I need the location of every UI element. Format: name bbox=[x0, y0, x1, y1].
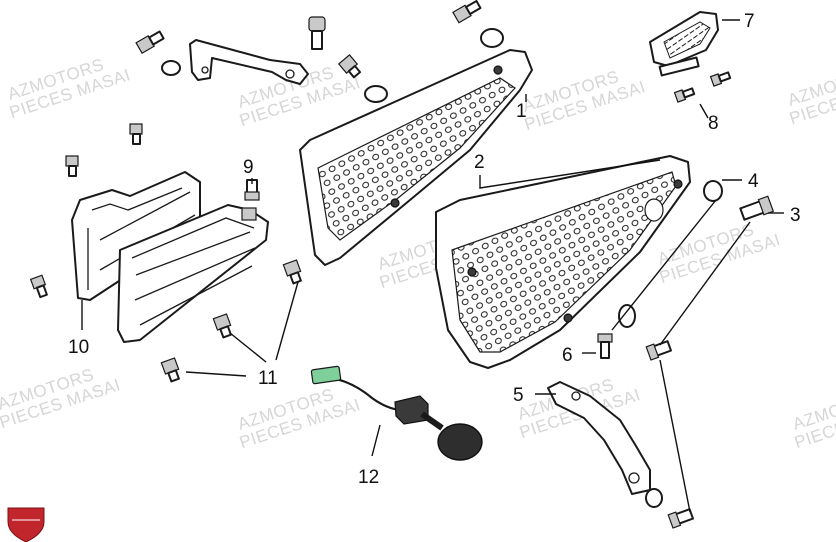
screw-6 bbox=[597, 333, 613, 359]
callout-3: 3 bbox=[790, 205, 801, 226]
callout-9: 9 bbox=[243, 157, 254, 178]
bolt-left-2 bbox=[65, 155, 79, 177]
washer-top-right bbox=[480, 28, 504, 48]
bolt-lower-right bbox=[645, 340, 672, 361]
bolt-bottom bbox=[667, 508, 694, 529]
part-9-side-plate-front bbox=[117, 204, 269, 343]
callout-4: 4 bbox=[748, 171, 759, 192]
callout-6: 6 bbox=[562, 345, 573, 366]
part-7-small-grille bbox=[649, 11, 719, 77]
callout-1: 1 bbox=[516, 101, 527, 122]
screw-8b bbox=[709, 71, 732, 87]
leader-lines bbox=[81, 19, 784, 513]
bolt-11a bbox=[282, 259, 302, 285]
part-10-side-plate-rear bbox=[71, 171, 201, 301]
washer-top-center bbox=[364, 85, 388, 103]
washer-bottom bbox=[645, 488, 663, 508]
bolt-3 bbox=[739, 195, 775, 221]
bolt-11c bbox=[160, 357, 180, 383]
watermark-9: AZMOTORS PIECES MASAI bbox=[235, 385, 362, 452]
callout-2: 2 bbox=[474, 152, 485, 173]
callout-12: 12 bbox=[358, 467, 379, 488]
washer-lower-left bbox=[618, 304, 636, 328]
bolt-left-1 bbox=[129, 123, 143, 145]
part-1-upper-side-cover bbox=[299, 49, 533, 266]
grommet-9 bbox=[241, 207, 257, 221]
part-12-cap-with-wire bbox=[310, 365, 483, 461]
nut-top-center bbox=[337, 54, 362, 79]
callout-7: 7 bbox=[744, 11, 755, 32]
callout-11: 11 bbox=[258, 368, 278, 389]
callout-8: 8 bbox=[708, 113, 719, 134]
bolt-left-3 bbox=[29, 274, 48, 299]
callout-5: 5 bbox=[513, 385, 524, 406]
watermark-8: AZMOTORS PIECES MASAI bbox=[0, 365, 123, 432]
bolt-11b bbox=[212, 313, 232, 339]
washer-top-left bbox=[161, 60, 181, 76]
upper-mounting-bracket bbox=[189, 39, 309, 85]
watermark-4: AZMOTORS PIECES MASAI bbox=[785, 61, 836, 128]
screw-top-center bbox=[308, 16, 326, 50]
azmotors-shield-icon bbox=[7, 507, 45, 542]
bolt-top-right bbox=[452, 0, 482, 24]
watermark-7: AZMOTORS PIECES MASAI bbox=[655, 220, 782, 287]
part-2-lower-side-cover bbox=[435, 155, 691, 369]
callout-labels: 1 2 3 4 5 6 7 8 9 10 11 12 bbox=[68, 11, 801, 488]
watermark-11: AZMOTORS PIECES MASAI bbox=[790, 385, 836, 452]
screw-8a bbox=[673, 87, 696, 103]
watermark-1: AZMOTORS PIECES MASAI bbox=[5, 55, 132, 122]
wire-connector bbox=[310, 365, 342, 385]
watermark-3: AZMOTORS PIECES MASAI bbox=[520, 67, 647, 134]
washer-4 bbox=[703, 180, 723, 202]
bolt-top-left bbox=[135, 30, 165, 55]
callout-10: 10 bbox=[68, 337, 89, 358]
